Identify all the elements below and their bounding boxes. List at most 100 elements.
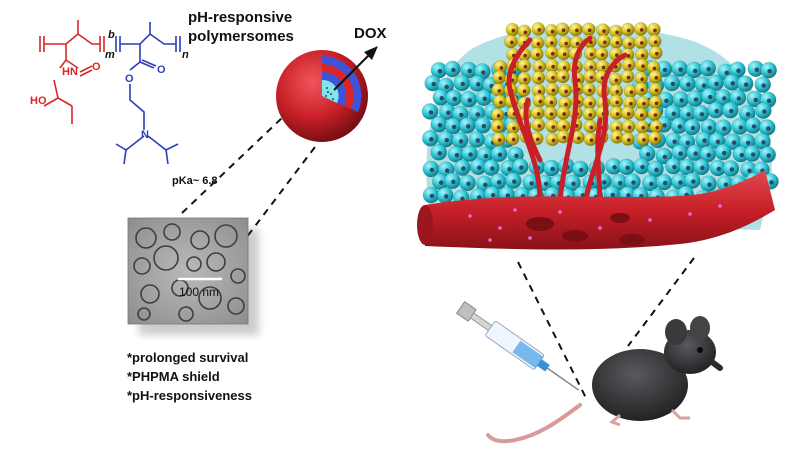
- cell-nucleus: [631, 180, 636, 185]
- cell-nucleus: [538, 99, 543, 104]
- cell-nucleus: [627, 138, 631, 142]
- cell-nucleus: [707, 94, 713, 100]
- cell-nucleus: [642, 138, 646, 142]
- cell-nucleus: [579, 167, 584, 173]
- cell-nucleus: [589, 65, 594, 70]
- phpma-block: [39, 20, 105, 124]
- cell-nucleus: [564, 102, 568, 107]
- syringe-hub: [537, 359, 550, 372]
- cell-nucleus: [511, 137, 516, 142]
- cell-nucleus: [543, 181, 549, 187]
- cell-nucleus: [438, 180, 444, 185]
- cell-nucleus: [736, 96, 742, 101]
- cell-nucleus: [551, 138, 556, 143]
- cell-nucleus: [523, 30, 528, 35]
- cell-nucleus: [490, 192, 496, 198]
- cell-nucleus: [475, 82, 481, 87]
- dox-release-arrow: [333, 51, 373, 91]
- cell-nucleus: [481, 70, 486, 75]
- cell-nucleus: [653, 40, 658, 44]
- cell-nucleus: [523, 53, 527, 58]
- cell-nucleus: [537, 89, 542, 94]
- pka-label: pKa~ 6.8: [172, 175, 218, 187]
- mouse-hind-paw: [609, 413, 621, 427]
- cell-nucleus: [551, 88, 556, 93]
- cell-nucleus: [700, 165, 705, 171]
- cell-nucleus: [443, 194, 449, 199]
- cell-nucleus: [497, 152, 503, 158]
- cell-nucleus: [496, 114, 501, 118]
- cell-nucleus: [549, 112, 554, 117]
- syringe-needle: [547, 367, 580, 391]
- cell-nucleus: [645, 152, 651, 157]
- cell-nucleus: [549, 100, 554, 105]
- cell-nucleus: [498, 76, 503, 81]
- cell-nucleus: [693, 68, 698, 74]
- cell-nucleus: [537, 28, 542, 32]
- cell-nucleus: [653, 113, 658, 117]
- cell-nucleus: [626, 28, 631, 33]
- cell-nucleus: [686, 112, 691, 117]
- cell-nucleus: [589, 40, 593, 45]
- cell-nucleus: [626, 75, 631, 80]
- cell-nucleus: [641, 64, 645, 69]
- cell-nucleus: [481, 123, 487, 129]
- cell-nucleus: [475, 112, 481, 117]
- cell-nucleus: [507, 167, 512, 172]
- cell-nucleus: [451, 67, 456, 73]
- cell-nucleus: [616, 136, 620, 140]
- cell-nucleus: [522, 89, 527, 94]
- amine-n-label: N: [141, 129, 149, 141]
- cell-nucleus: [615, 30, 619, 35]
- mouse-body: [592, 349, 688, 421]
- cell-nucleus: [614, 78, 619, 83]
- cell-nucleus: [754, 67, 760, 72]
- mouse-tail: [486, 403, 582, 444]
- vessel-pores: [526, 213, 645, 246]
- cell-nucleus: [576, 78, 581, 82]
- cell-nucleus: [550, 29, 555, 34]
- cell-nucleus: [707, 182, 712, 187]
- cell-nucleus: [602, 29, 606, 33]
- cell-nucleus: [483, 182, 488, 188]
- cell-nucleus: [505, 193, 511, 198]
- cell-nucleus: [564, 41, 568, 46]
- cell-nucleus: [577, 136, 581, 141]
- cell-nucleus: [589, 52, 594, 57]
- cell-nucleus: [662, 123, 667, 128]
- cell-nucleus: [461, 166, 466, 171]
- cell-nucleus: [459, 112, 464, 118]
- cell-nucleus: [627, 63, 632, 68]
- cell-nucleus: [550, 41, 554, 45]
- cell-nucleus: [535, 137, 540, 142]
- mouse-front-paw: [670, 408, 690, 420]
- syringe: [455, 301, 580, 391]
- cell-nucleus: [654, 76, 659, 80]
- cell-nucleus: [460, 81, 466, 87]
- cell-nucleus: [654, 101, 659, 106]
- cell-nucleus: [551, 64, 555, 69]
- cell-nucleus: [654, 137, 658, 141]
- cell-nucleus: [629, 101, 633, 106]
- tumor-cell-cluster: [421, 59, 779, 207]
- cell-nucleus: [615, 53, 619, 57]
- cell-nucleus: [497, 138, 502, 142]
- cell-nucleus: [589, 75, 594, 80]
- feature-item: *PHPMA shield: [127, 369, 220, 384]
- cell-nucleus: [685, 165, 691, 171]
- cell-nucleus: [482, 96, 488, 101]
- cell-nucleus: [538, 65, 543, 70]
- cell-nucleus: [662, 67, 668, 73]
- polymersome-title: pH-responsive polymersomes: [188, 8, 294, 46]
- cell-nucleus: [693, 97, 699, 102]
- cell-nucleus: [627, 125, 632, 130]
- cell-nucleus: [743, 82, 749, 87]
- cell-nucleus: [678, 67, 683, 72]
- cell-nucleus: [640, 41, 644, 45]
- cell-nucleus: [588, 113, 593, 117]
- cell-nucleus: [511, 28, 516, 33]
- cell-nucleus: [437, 151, 443, 156]
- feature-list: *prolonged survival *PHPMA shield *pH-re…: [127, 348, 252, 405]
- cell-nucleus: [629, 90, 634, 95]
- cell-nucleus: [729, 108, 734, 114]
